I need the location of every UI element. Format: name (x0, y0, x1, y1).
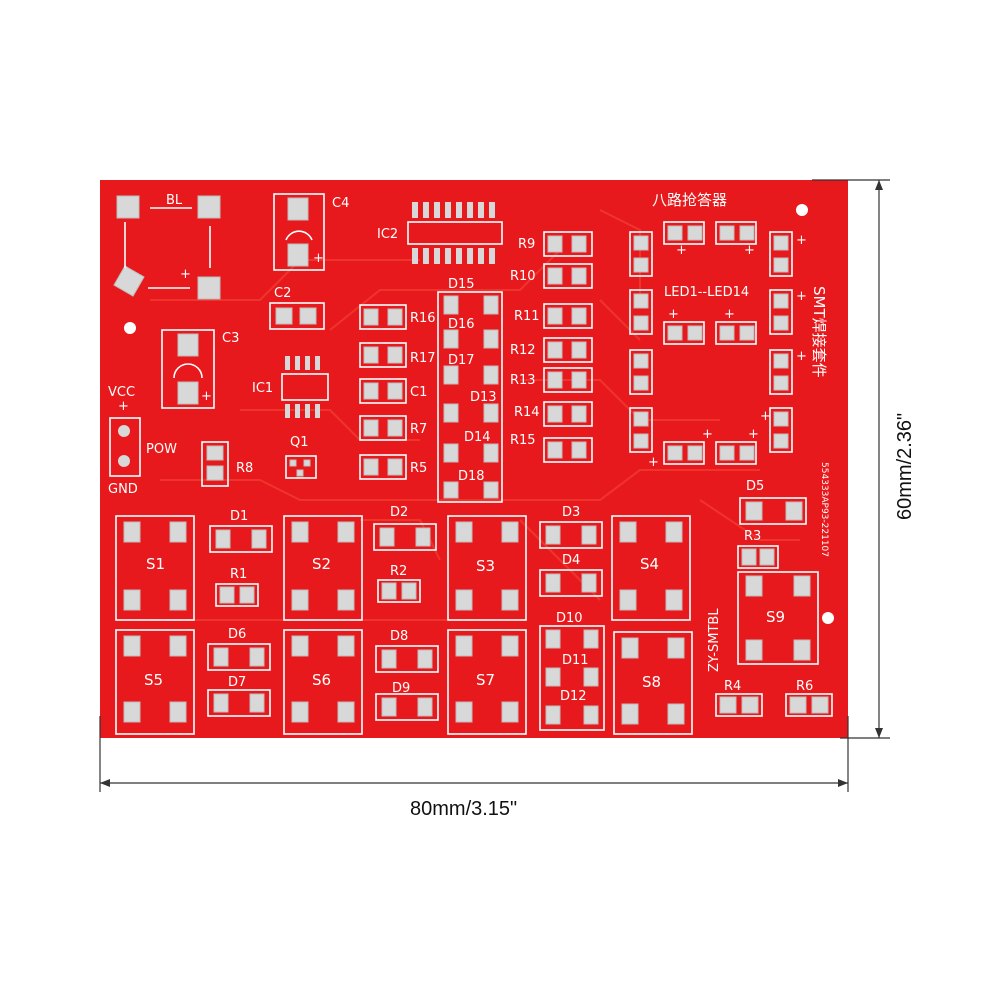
label-r9: R9 (518, 237, 535, 252)
label-r4: R4 (724, 679, 741, 694)
c3-footprint: C3 + (161, 329, 239, 409)
label-r2: R2 (390, 564, 407, 579)
label-d12: D12 (560, 689, 587, 704)
height-label: 60mm/2.36" (894, 413, 916, 520)
label-q1: Q1 (290, 435, 309, 450)
label-s7: S7 (476, 671, 495, 689)
label-r15: R15 (510, 433, 536, 448)
label-d6: D6 (228, 627, 246, 642)
label-d14: D14 (464, 430, 491, 445)
label-s5: S5 (144, 671, 163, 689)
plus-led: + (796, 233, 807, 248)
side-text: SMT焊接套件 (810, 286, 828, 378)
label-d8: D8 (390, 629, 408, 644)
label-s3: S3 (476, 557, 495, 575)
mounting-hole (796, 204, 808, 216)
plus-led: + (724, 307, 735, 322)
left-resistor-column: R16 R17 C1 R7 R5 (359, 304, 436, 480)
label-r16: R16 (410, 311, 436, 326)
label-s4: S4 (640, 555, 659, 573)
label-vcc: VCC (108, 385, 135, 400)
model-text: ZY-SMTBL (707, 608, 722, 672)
width-dimension (99, 716, 849, 792)
label-d2: D2 (390, 505, 408, 520)
label-r12: R12 (510, 343, 536, 358)
board-title: 八路抢答器 (652, 191, 727, 209)
code-text: 554333AP93-221107 (819, 462, 829, 557)
label-c4: C4 (332, 196, 349, 211)
label-d13: D13 (470, 390, 497, 405)
plus-led: + (760, 409, 771, 424)
plus-led: + (748, 427, 759, 442)
label-c2: C2 (274, 286, 291, 301)
mounting-hole (822, 612, 834, 624)
label-d11: D11 (562, 653, 589, 668)
d5-r3-footprint: D5 R3 (737, 479, 807, 569)
mounting-hole (124, 322, 136, 334)
label-r14: R14 (514, 405, 540, 420)
plus-led: + (676, 243, 687, 258)
led-block: 八路抢答器 LED1--LED14 + + + + + + (629, 191, 807, 470)
plus-led: + (796, 289, 807, 304)
plus-led: + (702, 427, 713, 442)
bl-footprint: BL + (113, 193, 221, 300)
plus-c4: + (313, 251, 324, 266)
label-ic2: IC2 (377, 227, 398, 242)
label-d17: D17 (448, 353, 475, 368)
c4-footprint: C4 + (273, 193, 349, 271)
pow-connector: VCC + POW GND (108, 385, 177, 497)
ic1-footprint: IC1 (252, 356, 329, 418)
label-d3: D3 (562, 505, 580, 520)
label-d4: D4 (562, 553, 580, 568)
label-d18: D18 (458, 469, 485, 484)
plus-led: + (744, 243, 755, 258)
label-r8: R8 (236, 461, 253, 476)
label-r1: R1 (230, 567, 247, 582)
label-c3: C3 (222, 331, 239, 346)
label-s6: S6 (312, 671, 331, 689)
label-r3: R3 (744, 529, 761, 544)
plus-bl: + (180, 267, 191, 282)
label-r13: R13 (510, 373, 536, 388)
plus-c3: + (201, 389, 212, 404)
label-ic1: IC1 (252, 381, 273, 396)
q1-footprint: Q1 (285, 435, 317, 479)
r8-footprint: R8 (201, 441, 253, 487)
label-d15: D15 (448, 277, 475, 292)
plus-vcc: + (118, 399, 129, 414)
label-d7: D7 (228, 675, 246, 690)
label-r7: R7 (410, 422, 427, 437)
label-r5: R5 (410, 461, 427, 476)
label-gnd: GND (108, 482, 138, 497)
label-c1: C1 (410, 385, 427, 400)
label-pow: POW (146, 442, 177, 457)
label-s8: S8 (642, 673, 661, 691)
plus-led: + (796, 349, 807, 364)
width-label: 80mm/3.15" (410, 798, 517, 820)
diode-column: D15 D16 D17 D13 D14 D18 (437, 277, 503, 503)
label-s1: S1 (146, 555, 165, 573)
label-d5: D5 (746, 479, 764, 494)
label-bl: BL (166, 193, 183, 208)
plus-led: + (668, 307, 679, 322)
label-r17: R17 (410, 351, 436, 366)
label-s9: S9 (766, 608, 785, 626)
plus-led: + (648, 455, 659, 470)
label-d9: D9 (392, 681, 410, 696)
label-d10: D10 (556, 611, 583, 626)
ic2-footprint: IC2 (377, 202, 503, 264)
label-r11: R11 (514, 309, 540, 324)
label-d16: D16 (448, 317, 475, 332)
height-dimension (812, 179, 890, 739)
c2-footprint: C2 (269, 286, 325, 330)
label-d1: D1 (230, 509, 248, 524)
label-r10: R10 (510, 269, 536, 284)
led-range-label: LED1--LED14 (664, 285, 749, 300)
right-resistor-column: R9 R10 R11 R12 R13 R14 R15 (510, 231, 593, 463)
switch-area: S1 S2 S3 S4 S5 S6 S7 S8 (115, 505, 833, 735)
label-r6: R6 (796, 679, 813, 694)
label-s2: S2 (312, 555, 331, 573)
